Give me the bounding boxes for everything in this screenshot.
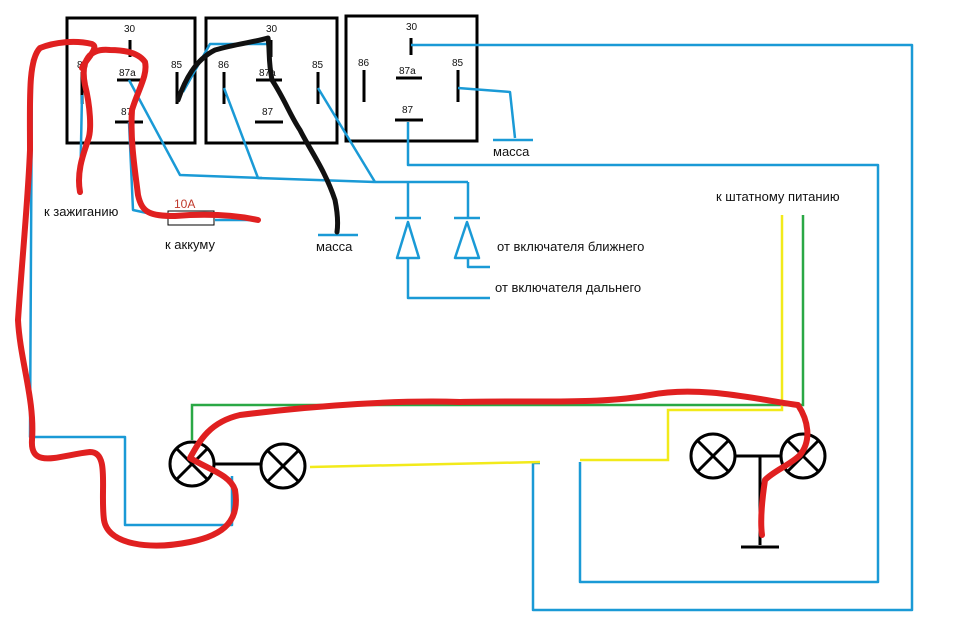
relay-3-body — [344, 14, 479, 143]
label-low-beam-switch: от включателя ближнего — [497, 239, 644, 254]
relay-2-pin-87: 87 — [262, 107, 274, 118]
relay-1-pin-87: 87 — [121, 107, 133, 118]
relay-3-pin-86: 86 — [358, 58, 370, 69]
label-fuse: 10А — [174, 197, 195, 211]
relay-2-body — [204, 16, 339, 145]
label-battery: к аккуму — [165, 237, 215, 252]
label-ignition: к зажиганию — [44, 204, 119, 219]
relay-3-pin-87a: 87a — [399, 66, 416, 77]
label-ground-relay-2: масса — [316, 239, 353, 254]
relay-1-pin-85: 85 — [171, 60, 183, 71]
relay-1-pin-87a: 87a — [119, 68, 136, 79]
green-wire — [190, 215, 805, 440]
relay-3-pin-87: 87 — [402, 105, 414, 116]
label-ground-relay-3: масса — [493, 144, 530, 159]
yellow-wires — [309, 215, 784, 469]
black-wire — [175, 35, 341, 235]
relay-2-pin-86: 86 — [218, 60, 230, 71]
label-high-beam-switch: от включателя дальнего — [495, 280, 641, 295]
relay-3: 30 86 87a 85 87 — [344, 14, 479, 143]
blue-wires — [28, 42, 914, 612]
relay-2-pin-30: 30 — [266, 24, 278, 35]
relay-2-pin-87a: 87a — [259, 68, 276, 79]
relay-3-pin-30: 30 — [406, 22, 418, 33]
lamp-right-1 — [689, 432, 737, 480]
relay-2-pin-85: 85 — [312, 60, 324, 71]
lamp-left-2 — [259, 442, 307, 490]
relay-1-pin-30: 30 — [124, 24, 136, 35]
relay-3-pin-85: 85 — [452, 58, 464, 69]
red-wire — [15, 38, 811, 549]
label-stock-power: к штатному питанию — [716, 189, 840, 204]
